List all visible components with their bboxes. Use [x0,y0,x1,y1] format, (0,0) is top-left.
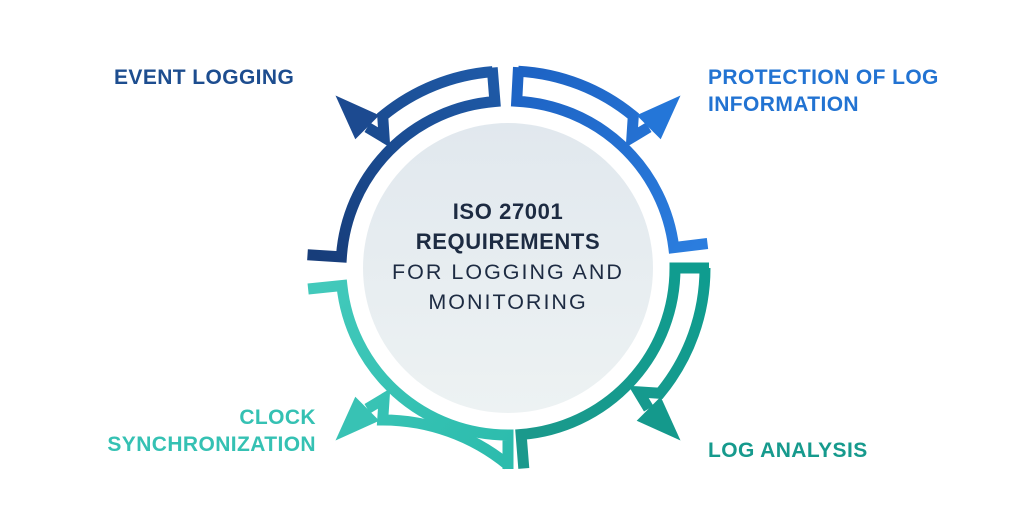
label-clock-line-1: CLOCK [239,406,316,429]
title-line-2: REQUIREMENTS [415,229,601,254]
arrow-shaft-top-right [517,65,652,148]
title-line-3: FOR LOGGING AND [392,260,624,284]
title-line-1: ISO 27001 [452,199,564,224]
label-protection-line-1: PROTECTION OF LOG [708,66,939,89]
arc-bottom-right [515,262,709,469]
center-circle [363,123,653,413]
label-protection-of-log-information: PROTECTION OF LOG INFORMATION [708,64,939,118]
arrow-shaft-bottom-right [628,267,711,412]
label-event-logging: EVENT LOGGING [114,66,295,89]
diagram-title: ISO 27001 REQUIREMENTS FOR LOGGING AND M… [358,197,658,317]
label-clock-line-2: SYNCHRONIZATION [107,433,316,456]
arrow-shaft-bottom-left [364,388,512,470]
label-log-analysis: LOG ANALYSIS [708,439,868,462]
arrowhead-top-left-icon [335,95,380,140]
arrowhead-bottom-left-icon [335,396,380,441]
label-protection-line-2: INFORMATION [708,93,859,116]
title-line-4: MONITORING [428,290,588,314]
arc-bottom-left [307,279,514,469]
arc-top-right [510,66,709,254]
arc-top-left [307,67,501,263]
arrow-shaft-top-left [364,66,493,148]
arrowhead-top-right-icon [636,95,681,140]
label-clock-synchronization: CLOCK SYNCHRONIZATION [107,404,316,458]
arrowhead-bottom-right-icon [636,396,681,441]
